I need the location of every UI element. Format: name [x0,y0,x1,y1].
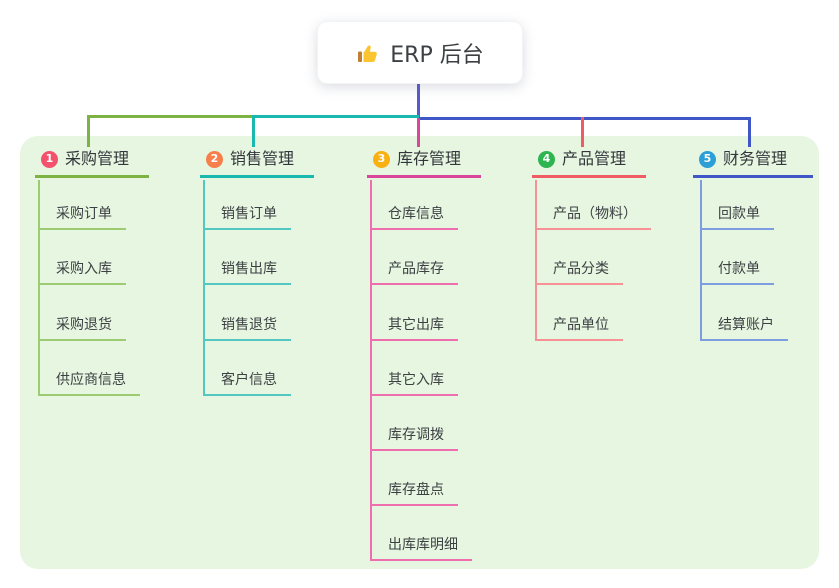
connector-drop-inventory [417,118,420,147]
node-payment-order[interactable]: 付款单 [700,259,774,285]
node-sales-order[interactable]: 销售订单 [203,204,291,230]
node-settlement-account[interactable]: 结算账户 [700,315,788,341]
spine-product [535,180,537,340]
spine-finance [700,180,702,340]
branch-finance-label: 财务管理 [723,149,788,168]
branch-sales-management[interactable]: 2 销售管理 [200,147,314,178]
connector-drop-product [581,117,584,147]
badge-2: 2 [206,150,223,168]
thumbs-up-icon [356,41,380,65]
node-product-material[interactable]: 产品（物料） [535,204,651,230]
badge-5: 5 [699,150,716,168]
spine-procurement [38,180,40,396]
node-product-stock[interactable]: 产品库存 [370,259,458,285]
node-customer-info[interactable]: 客户信息 [203,370,291,396]
node-product-category[interactable]: 产品分类 [535,259,623,285]
node-other-inbound[interactable]: 其它入库 [370,370,458,396]
node-purchase-return[interactable]: 采购退货 [38,315,126,341]
node-stock-taking[interactable]: 库存盘点 [370,480,458,506]
node-stock-transfer[interactable]: 库存调拨 [370,425,458,451]
connector-drop-procurement [87,115,90,147]
node-sales-return[interactable]: 销售退货 [203,315,291,341]
badge-4: 4 [538,150,555,168]
branches-panel [20,136,819,569]
node-other-outbound[interactable]: 其它出库 [370,315,458,341]
spine-sales [203,180,205,396]
node-supplier-info[interactable]: 供应商信息 [38,370,140,396]
connector-horizontal-blue [419,117,751,120]
spine-inventory [370,180,372,561]
branch-product-management[interactable]: 4 产品管理 [532,147,646,178]
node-sales-outbound[interactable]: 销售出库 [203,259,291,285]
connector-horizontal-green [87,115,255,118]
connector-drop-finance [748,117,751,147]
badge-1: 1 [41,150,58,168]
branch-procurement-management[interactable]: 1 采购管理 [35,147,149,178]
node-product-unit[interactable]: 产品单位 [535,315,623,341]
root-node-label: ERP 后台 [390,42,484,68]
connector-root-drop [417,82,420,120]
node-purchase-inbound[interactable]: 采购入库 [38,259,126,285]
connector-horizontal-teal [255,115,419,118]
node-collection-order[interactable]: 回款单 [700,204,774,230]
node-warehouse-info[interactable]: 仓库信息 [370,204,458,230]
root-node[interactable]: ERP 后台 [317,21,523,84]
badge-3: 3 [373,150,390,168]
branch-sales-label: 销售管理 [230,149,295,168]
branch-product-label: 产品管理 [562,149,627,168]
branch-inventory-management[interactable]: 3 库存管理 [367,147,481,178]
node-purchase-order[interactable]: 采购订单 [38,204,126,230]
node-outbound-detail[interactable]: 出库库明细 [370,535,472,561]
branch-inventory-label: 库存管理 [397,149,462,168]
connector-drop-sales [252,115,255,147]
branch-finance-management[interactable]: 5 财务管理 [693,147,813,178]
branch-procurement-label: 采购管理 [65,149,130,168]
